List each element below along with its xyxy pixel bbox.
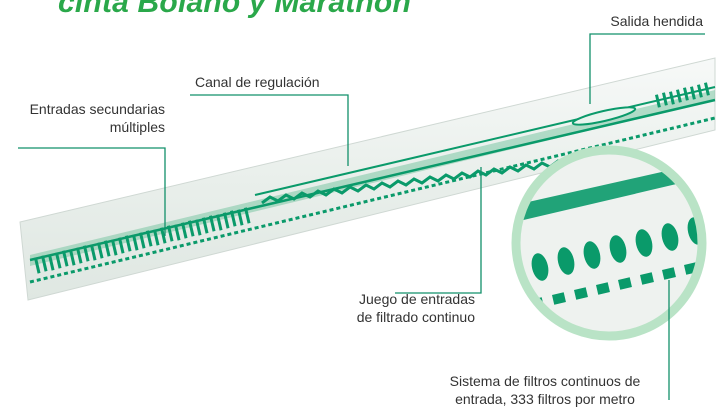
outlet-slot [571,106,637,126]
label-juego-entradas: Juego de entradas de filtrado continuo [300,290,475,326]
leader-salida [589,33,705,104]
label-entradas-line-2: múltiples [109,119,165,135]
label-entradas-line-1: Entradas secundarias [29,101,165,117]
label-sistema-line-1: Sistema de filtros continuos de [449,373,641,389]
leader-juego [395,167,482,294]
label-sistema-line-2: entrada, 333 filtros por metro [455,391,635,407]
label-salida-hendida: Salida hendida [610,13,703,29]
label-juego-line-2: de filtrado continuo [356,309,475,325]
magnifier-ring [511,145,707,341]
label-canal-regulacion: Canal de regulación [195,74,320,90]
emitter-strip [30,90,715,266]
label-juego-line-1: Juego de entradas [359,291,475,307]
channel-edge-top [254,86,716,196]
label-sistema-filtros: Sistema de filtros continuos de entrada,… [420,372,670,408]
continuous-filter-row [29,116,716,284]
secondary-inlets [34,207,251,274]
outlet-grille [655,82,710,108]
channel-edge-bottom [29,98,716,262]
label-entradas-secundarias: Entradas secundarias múltiples [10,100,165,136]
leader-canal [190,94,349,166]
drip-tape [19,57,716,301]
leader-lines [18,33,705,400]
leader-entradas [18,147,166,236]
page-title: cinta Bolaño y Marathon [58,0,411,19]
magnifier [516,150,702,336]
